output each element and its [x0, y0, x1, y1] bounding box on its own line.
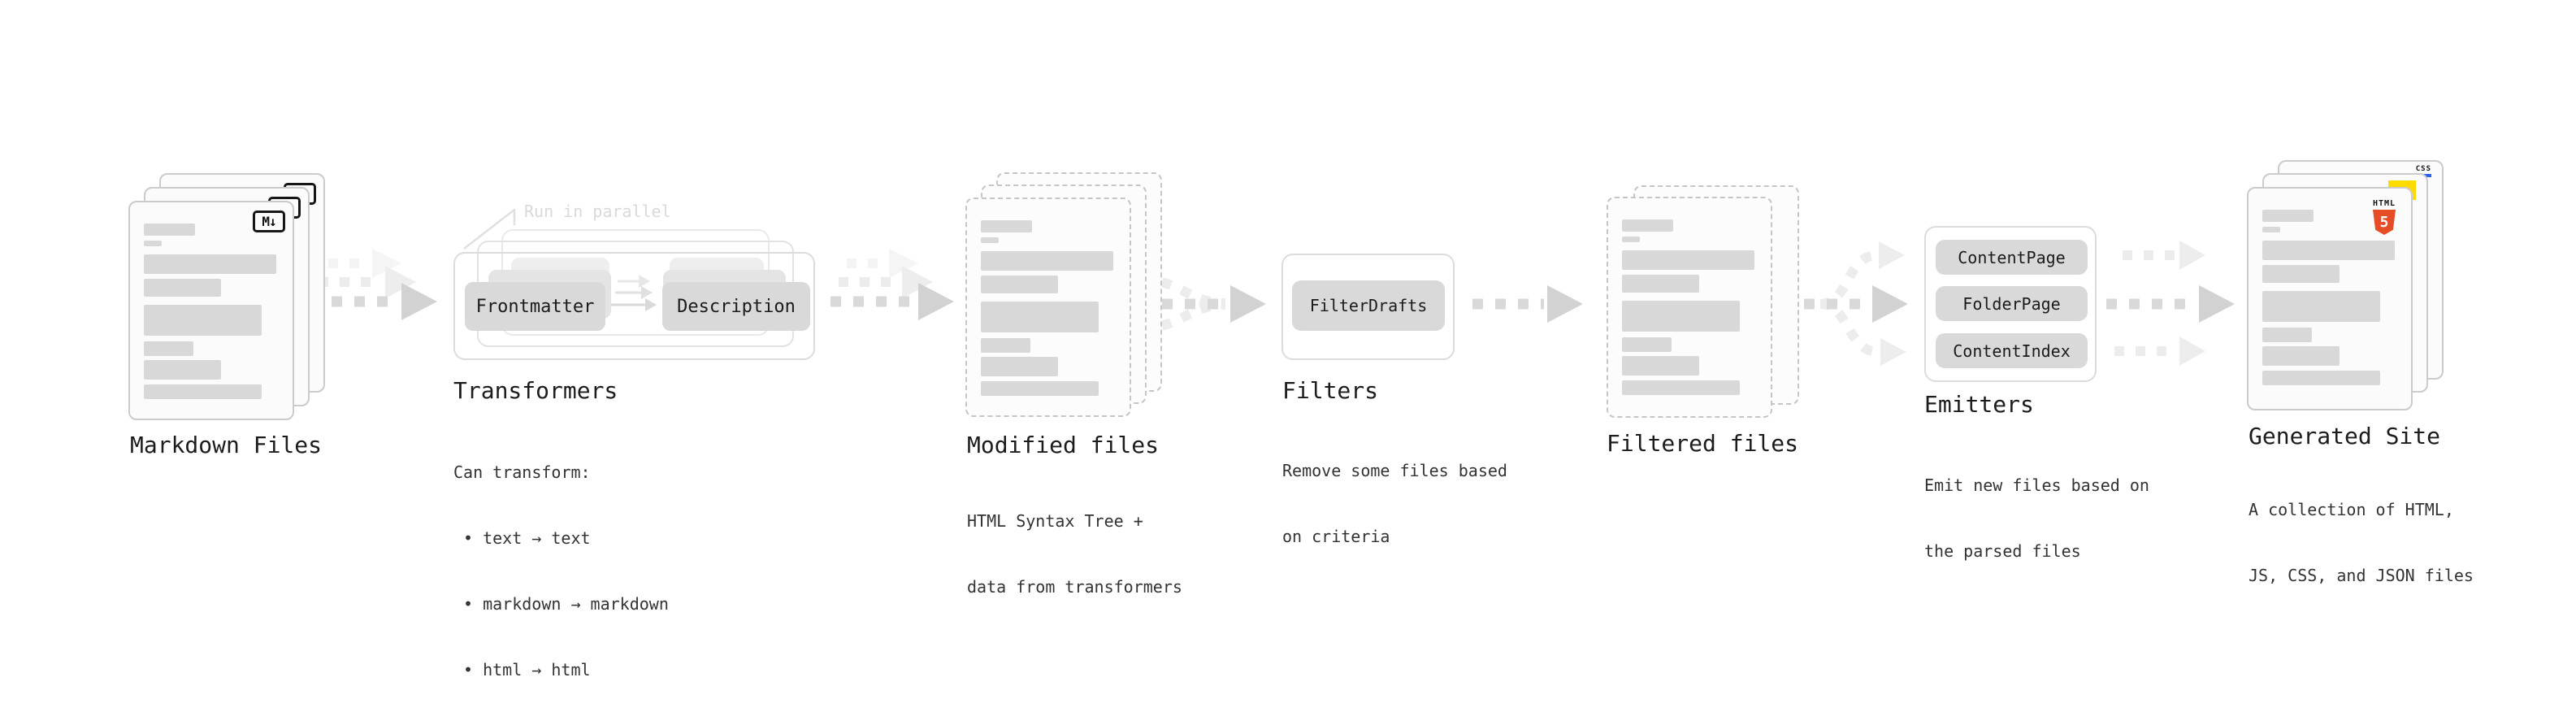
run-in-parallel-callout: Run in parallel [524, 202, 671, 221]
html5-icon: HTML 5 [2367, 193, 2401, 235]
filterdrafts-box: FilterDrafts [1292, 280, 1445, 331]
content-bar [1622, 275, 1699, 293]
contentindex-box: ContentIndex [1936, 333, 2088, 368]
description-box: Description [662, 282, 810, 331]
content-bar [2262, 227, 2280, 232]
modified-doc-front [965, 198, 1131, 417]
filters-label: Filters [1282, 377, 1379, 404]
contentpage-box: ContentPage [1936, 240, 2088, 275]
content-bar [144, 279, 221, 297]
markdown-doc-front: M↓ [128, 201, 294, 420]
arrow-emitters-to-generated [2106, 241, 2235, 366]
content-bar [144, 305, 262, 336]
document-content-bars [1622, 219, 1757, 402]
content-bar [2262, 291, 2380, 322]
content-bar [981, 357, 1058, 376]
bullet-markdown-to-markdown: • markdown → markdown [463, 594, 669, 614]
arrow-markdown-to-transformers [309, 249, 437, 320]
transformers-description: Can transform: • text → text • markdown … [453, 418, 669, 725]
bullet-html-to-html: • html → html [463, 660, 591, 679]
emitters-description: Emit new files based on the parsed files [1924, 431, 2149, 606]
generated-site-label: Generated Site [2249, 423, 2441, 449]
content-bar [144, 384, 262, 399]
modified-desc-line2: data from transformers [967, 577, 1182, 597]
filters-desc-line2: on criteria [1282, 527, 1390, 546]
content-bar [2262, 371, 2380, 385]
markdown-files-label: Markdown Files [130, 432, 323, 458]
content-bar [2262, 210, 2314, 222]
filters-desc-line1: Remove some files based [1282, 461, 1507, 480]
content-bar [2262, 328, 2312, 342]
content-bar [1622, 356, 1699, 376]
content-bar [144, 360, 221, 380]
arrow-filters-to-filtered [1472, 285, 1583, 323]
content-bar [1622, 301, 1740, 332]
filters-description: Remove some files based on criteria [1282, 416, 1507, 592]
modified-files-label: Modified files [967, 432, 1160, 458]
emitters-label: Emitters [1924, 391, 2034, 418]
content-bar [981, 237, 999, 243]
generated-site-description: A collection of HTML, JS, CSS, and JSON … [2249, 455, 2474, 631]
transformers-label: Transformers [453, 377, 618, 404]
document-content-bars [2262, 210, 2397, 394]
content-bar [981, 220, 1032, 232]
content-bar [1622, 380, 1740, 395]
html5-icon-number: 5 [2379, 213, 2389, 231]
generated-desc-line1: A collection of HTML, [2249, 500, 2454, 519]
modified-desc-line1: HTML Syntax Tree + [967, 511, 1143, 531]
content-bar [144, 224, 195, 236]
content-bar [144, 341, 193, 356]
emitters-desc-line1: Emit new files based on [1924, 475, 2149, 495]
document-content-bars [981, 220, 1116, 401]
content-bar [1622, 337, 1672, 352]
content-bar [1622, 250, 1754, 270]
content-bar [1622, 237, 1640, 242]
frontmatter-box: Frontmatter [465, 282, 605, 331]
content-bar [981, 251, 1113, 271]
emitters-panel: ContentPage FolderPage ContentIndex [1924, 226, 2097, 382]
content-bar [981, 338, 1030, 353]
content-bar [144, 241, 162, 246]
content-bar [981, 302, 1099, 332]
emitters-desc-line2: the parsed files [1924, 541, 2081, 561]
bullet-text-to-text: • text → text [463, 528, 591, 548]
can-transform-line: Can transform: [453, 462, 591, 482]
document-content-bars [144, 224, 279, 404]
filters-panel: FilterDrafts [1281, 254, 1455, 360]
markdown-icon: M↓ [253, 211, 285, 232]
content-bar [981, 381, 1099, 396]
generated-doc-html: HTML 5 [2247, 187, 2413, 410]
content-bar [2262, 346, 2340, 366]
pipeline-diagram: M↓ M↓ M↓ Markdown Files Run in parallel … [128, 160, 2474, 679]
folderpage-box: FolderPage [1936, 286, 2088, 321]
html5-icon-word: HTML [2372, 199, 2396, 208]
content-bar [981, 276, 1058, 293]
content-bar [144, 254, 276, 274]
filtered-files-label: Filtered files [1607, 430, 1799, 457]
filtered-doc-front [1607, 197, 1772, 418]
arrow-transformers-to-modified [830, 249, 954, 320]
content-bar [2262, 241, 2395, 260]
modified-files-description: HTML Syntax Tree + data from transformer… [967, 467, 1182, 642]
transformer-layer-front: Frontmatter Description [453, 252, 815, 360]
content-bar [2262, 265, 2340, 283]
arrow-filtered-to-emitters [1781, 241, 1908, 366]
content-bar [1622, 219, 1673, 232]
generated-desc-line2: JS, CSS, and JSON files [2249, 566, 2474, 585]
